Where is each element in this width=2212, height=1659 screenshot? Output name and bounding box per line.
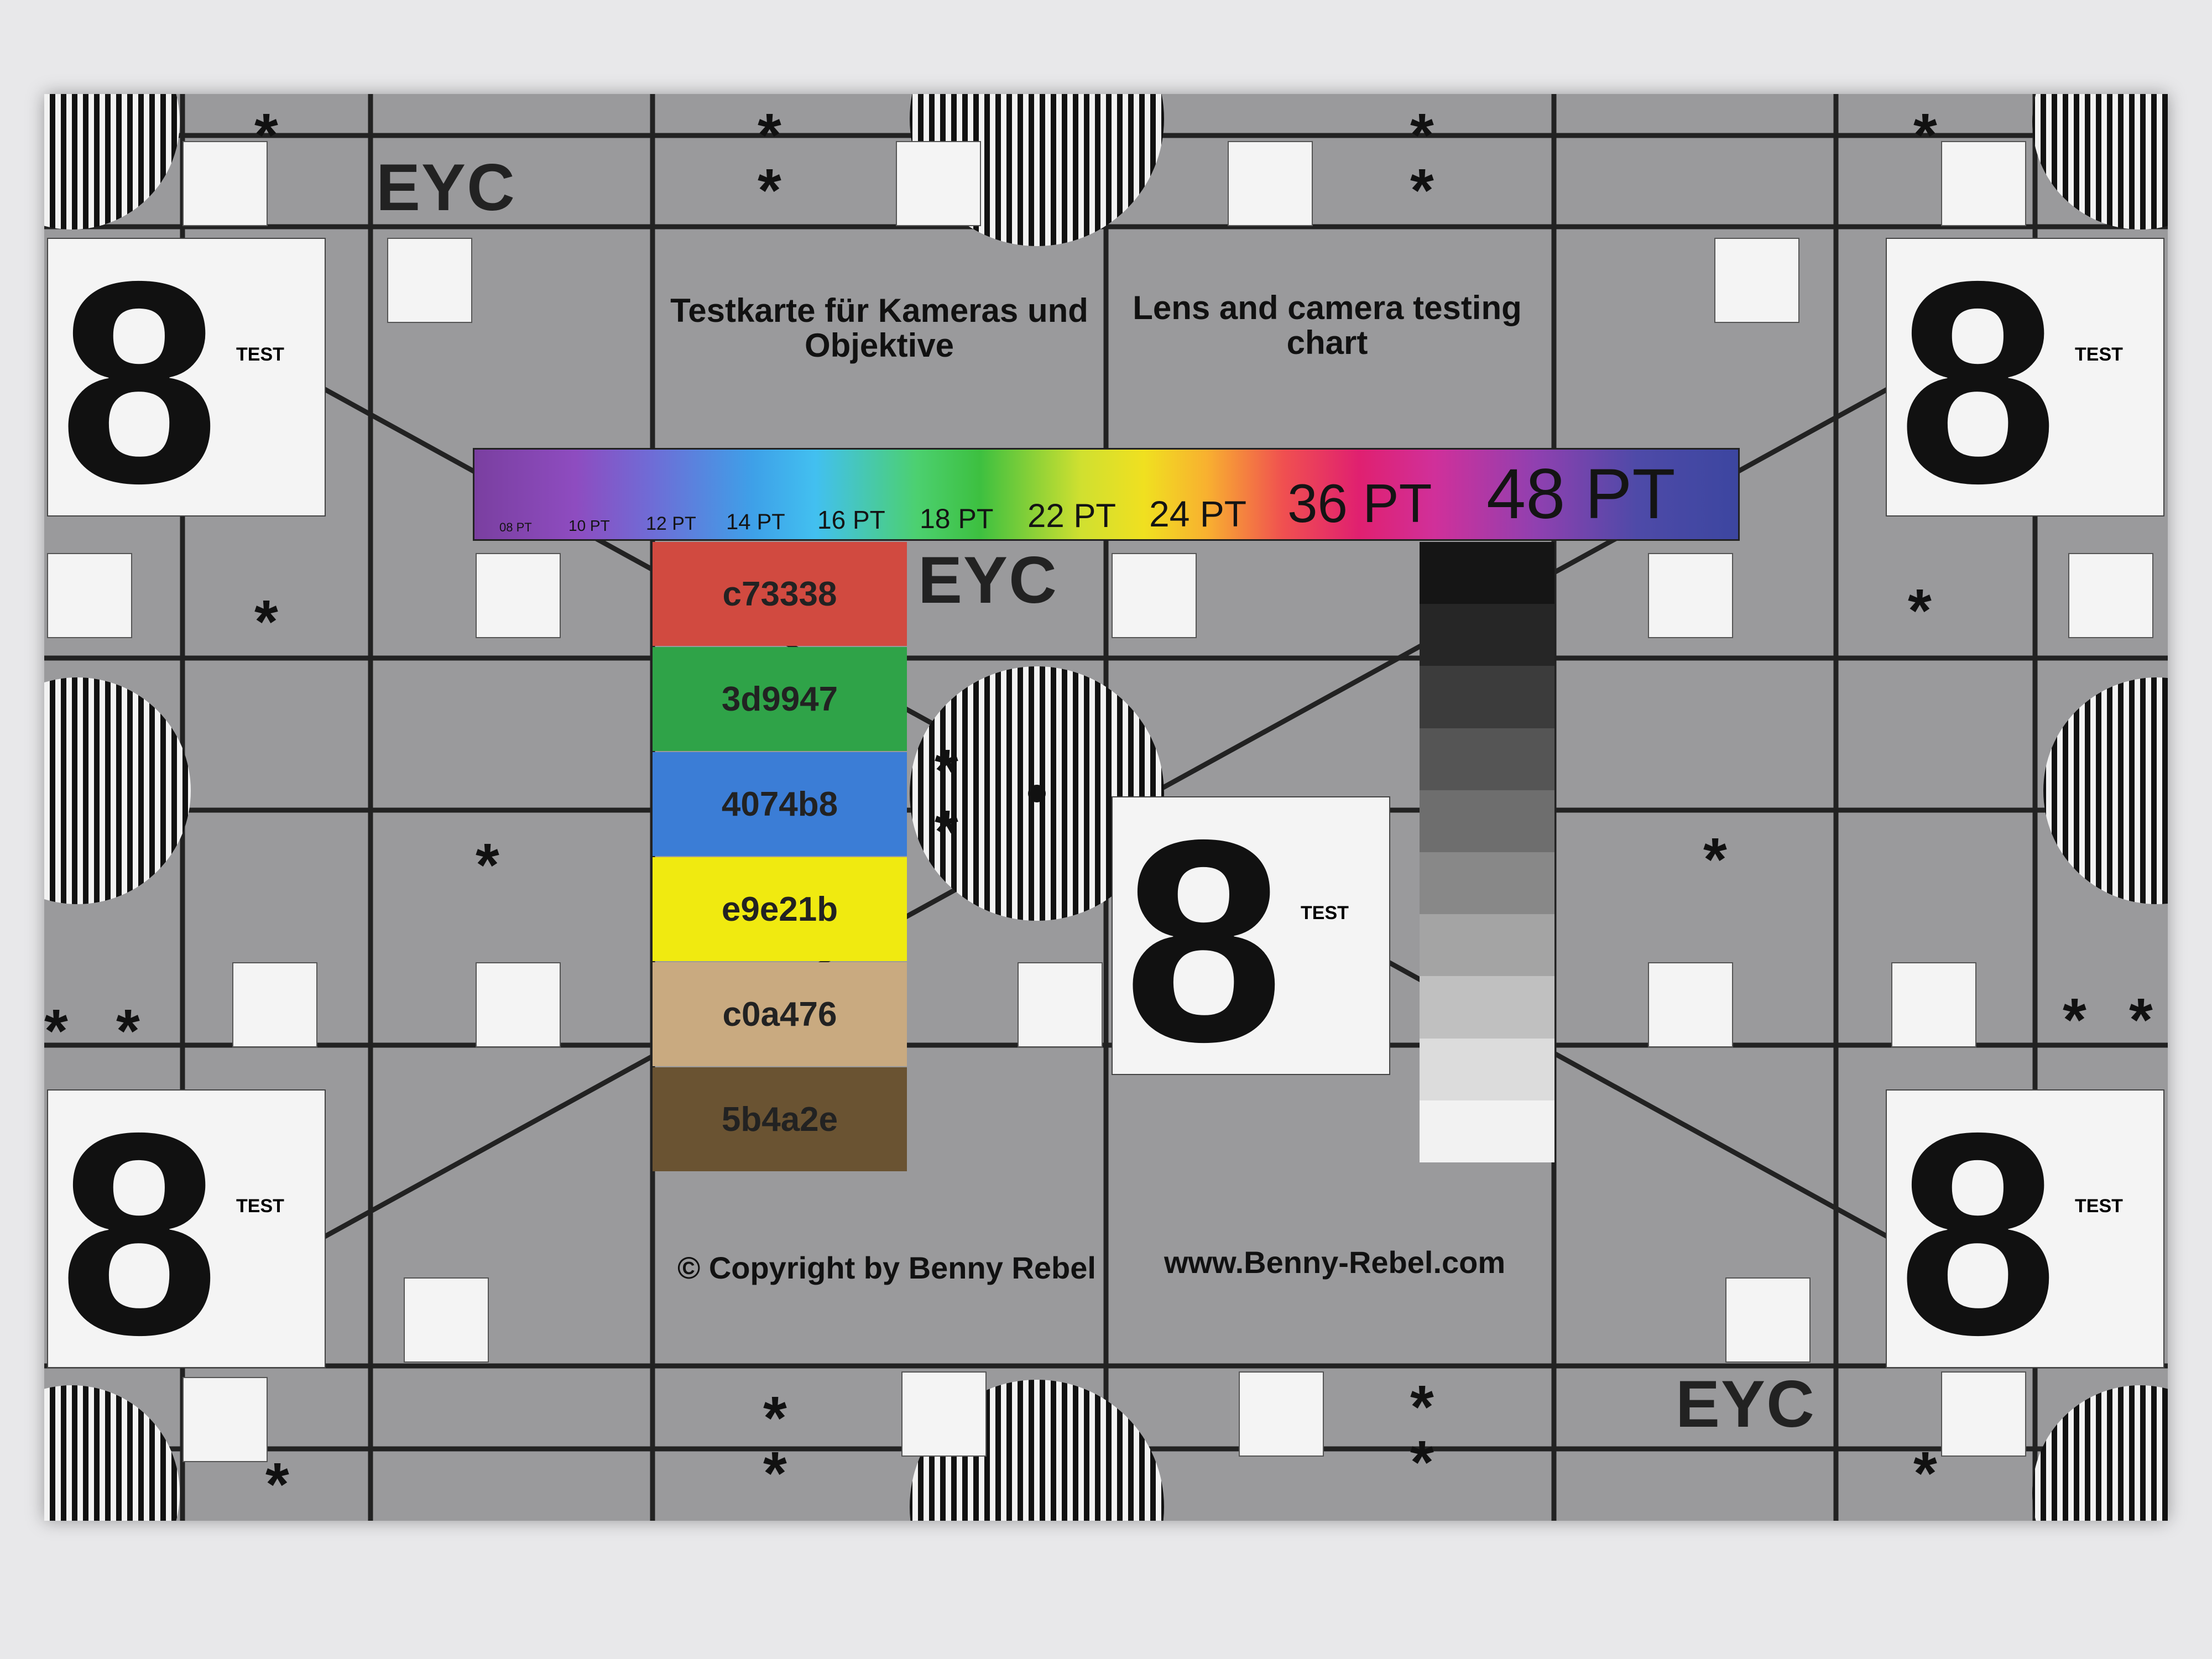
asterisk-mark: * <box>1908 577 1932 645</box>
right-siemens-star <box>2043 677 2168 904</box>
test-label: TEST <box>2075 344 2123 365</box>
test-icon-box <box>1239 1371 1324 1457</box>
rainbow-label: 18 PT <box>920 503 994 534</box>
asterisk-mark: * <box>763 1384 787 1452</box>
asterisk-mark: * <box>935 737 958 805</box>
test-target-card: 8 TEST <box>47 1089 326 1378</box>
rainbow-label: 36 PT <box>1287 473 1432 534</box>
title-german: Testkarte für Kameras und Objektive <box>670 292 1088 364</box>
asterisk-mark: * <box>1410 1373 1434 1441</box>
asterisk-mark: * <box>2063 986 2086 1054</box>
color-swatch: e9e21b <box>653 857 907 961</box>
test-icon-box <box>47 553 132 638</box>
corner-siemens-star-tr <box>2032 94 2168 229</box>
color-swatch: c0a476 <box>653 962 907 1066</box>
left-siemens-star <box>44 677 191 904</box>
test-icon-box <box>1112 553 1197 638</box>
test-icon-box <box>404 1277 489 1363</box>
rainbow-label: 48 PT <box>1486 455 1676 534</box>
rainbow-label: 08 PT <box>499 520 532 534</box>
test-icon-box <box>182 1377 268 1462</box>
test-icon-box <box>1648 553 1733 638</box>
test-icon-box <box>1941 141 2026 226</box>
test-icon-box <box>896 141 981 226</box>
target-digit: 8 <box>1898 222 2058 543</box>
test-target-card: 8 TEST <box>47 238 326 526</box>
test-icon-box <box>1228 141 1313 226</box>
test-target-card: 8 TEST <box>1112 796 1390 1085</box>
test-icon-box <box>476 962 561 1047</box>
test-chart: EYC EYC EYC Testkarte für Kameras und Ob… <box>44 94 2168 1521</box>
corner-siemens-star-bl <box>44 1385 180 1521</box>
corner-siemens-star-tl <box>44 94 180 229</box>
eyc-logo-top: EYC <box>376 150 516 225</box>
copyright-text: © Copyright by Benny Rebel <box>677 1250 1096 1285</box>
asterisk-mark: * <box>1703 826 1727 894</box>
test-label: TEST <box>2075 1196 2123 1217</box>
test-icon-box <box>232 962 317 1047</box>
eyc-logo-center: EYC <box>918 543 1058 617</box>
asterisk-mark: * <box>254 101 278 169</box>
test-target-card: 8 TEST <box>1886 1089 2164 1378</box>
center-siemens-star <box>910 666 1164 921</box>
color-swatch: 3d9947 <box>653 647 907 751</box>
test-icon-box <box>1941 1371 2026 1457</box>
test-icon-box <box>1018 962 1103 1047</box>
asterisk-mark: * <box>758 101 781 169</box>
eyc-logo-bottom: EYC <box>1676 1367 1815 1441</box>
test-icon-box <box>2068 553 2153 638</box>
gray-scale-steps <box>1420 542 1554 1162</box>
asterisk-mark: * <box>1410 101 1434 169</box>
test-label: TEST <box>236 1196 284 1217</box>
asterisk-mark: * <box>116 997 140 1065</box>
rainbow-label: 16 PT <box>817 505 885 534</box>
corner-siemens-star-br <box>2032 1385 2168 1521</box>
test-icon-box <box>1725 1277 1811 1363</box>
asterisk-mark: * <box>265 1451 289 1519</box>
asterisk-mark: * <box>1913 1439 1937 1507</box>
target-digit: 8 <box>1124 780 1284 1102</box>
target-digit: 8 <box>1898 1073 2058 1395</box>
test-icon-box <box>1648 962 1733 1047</box>
test-label: TEST <box>236 344 284 365</box>
asterisk-mark: * <box>254 588 278 656</box>
asterisk-mark: * <box>44 997 68 1065</box>
rainbow-label: 22 PT <box>1027 497 1117 534</box>
asterisk-mark: * <box>1410 1428 1434 1496</box>
target-digit: 8 <box>59 1073 220 1395</box>
rainbow-label: 12 PT <box>646 513 696 534</box>
color-swatch: 4074b8 <box>653 752 907 856</box>
asterisk-mark: * <box>758 156 781 225</box>
rainbow-label: 10 PT <box>568 517 610 534</box>
test-icon-box <box>1714 238 1799 323</box>
title-english: Lens and camera testing chart <box>1133 289 1522 361</box>
test-target-card: 8 TEST <box>1886 238 2164 526</box>
asterisk-mark: * <box>1913 101 1937 169</box>
test-icon-box <box>182 141 268 226</box>
asterisk-mark: * <box>2129 986 2153 1054</box>
asterisk-mark: * <box>763 1439 787 1507</box>
color-swatch: c73338 <box>653 542 907 646</box>
rainbow-size-bar: 08 PT 10 PT 12 PT 14 PT 16 PT 18 PT 22 P… <box>473 448 1740 541</box>
asterisk-mark: * <box>1410 156 1434 225</box>
website-text: www.Benny-Rebel.com <box>1164 1245 1506 1280</box>
asterisk-mark: * <box>935 798 958 866</box>
test-icon-box <box>476 553 561 638</box>
test-label: TEST <box>1301 902 1349 924</box>
test-icon-box <box>387 238 472 323</box>
asterisk-mark: * <box>476 831 499 899</box>
rainbow-label: 24 PT <box>1149 493 1247 534</box>
test-icon-box <box>901 1371 987 1457</box>
rainbow-label: 14 PT <box>726 510 785 534</box>
color-swatch: 5b4a2e <box>653 1067 907 1171</box>
target-digit: 8 <box>59 222 220 543</box>
test-icon-box <box>1891 962 1976 1047</box>
